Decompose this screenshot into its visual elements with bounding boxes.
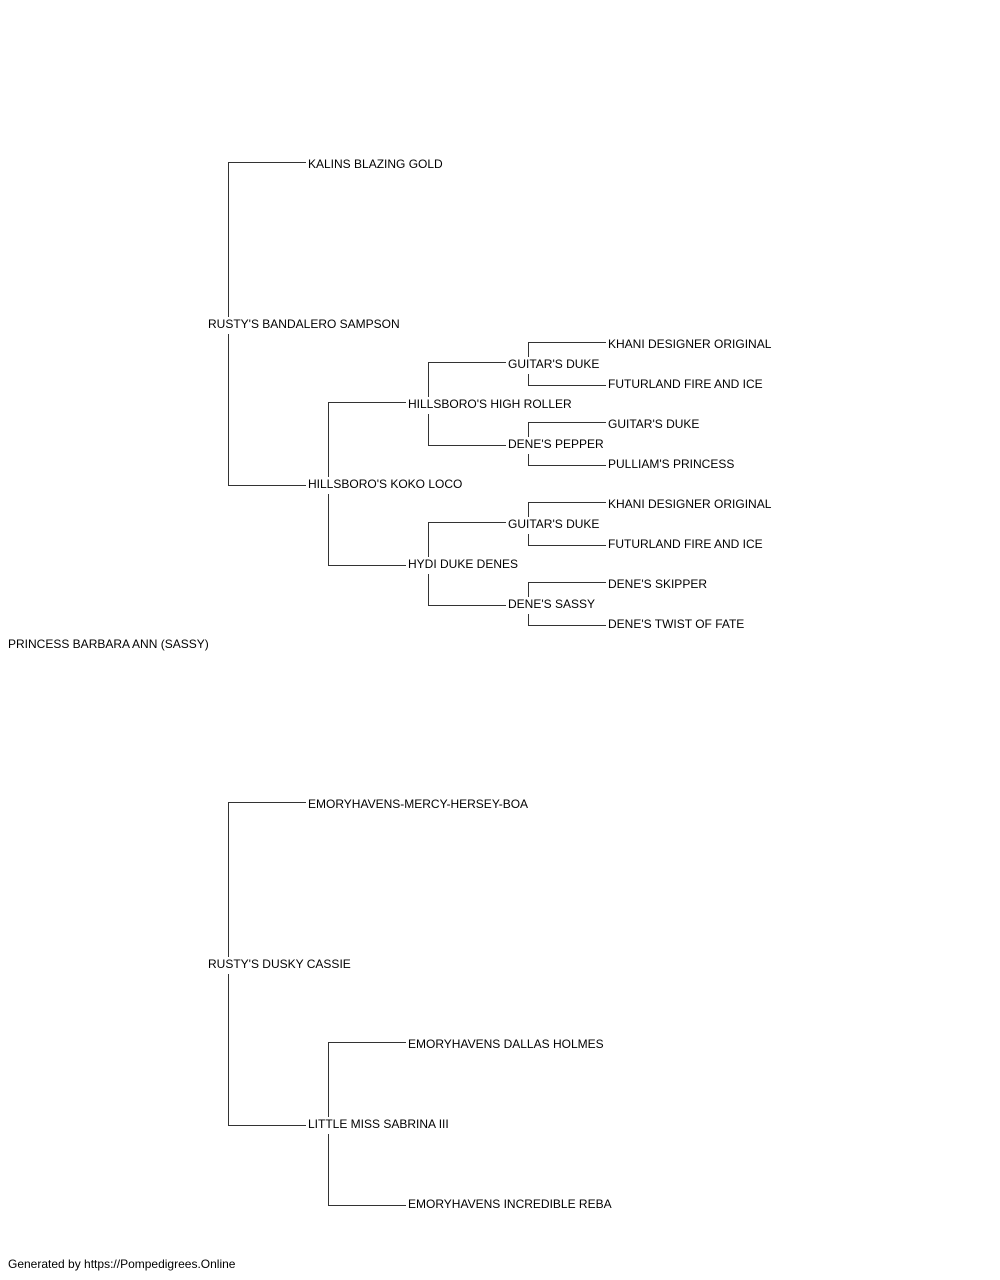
connector-denespepper-sire <box>528 422 606 437</box>
pedigree-dam[interactable]: RUSTY'S DUSKY CASSIE <box>208 957 351 971</box>
pedigree-gen5-5[interactable]: KHANI DESIGNER ORIGINAL <box>608 497 772 511</box>
connector-guitarsduke2-sire <box>528 502 606 517</box>
connector-sabrina-dam <box>328 1134 406 1206</box>
connector-kokoloco-dam <box>328 494 406 566</box>
connector-denessassy-sire <box>528 582 606 597</box>
pedigree-sire-dam-dam[interactable]: HYDI DUKE DENES <box>408 557 519 571</box>
connector-guitarsduke1-sire <box>528 342 606 357</box>
connector-highroller-sire <box>428 362 506 397</box>
connector-bandalero-sire <box>228 162 306 317</box>
pedigree-subject[interactable]: PRINCESS BARBARA ANN (SASSY) <box>8 637 209 651</box>
connector-denespepper-dam <box>528 454 606 466</box>
pedigree-gen5-7[interactable]: DENE'S SKIPPER <box>608 577 707 591</box>
connector-denessassy-dam <box>528 614 606 626</box>
pedigree-sire-sire[interactable]: KALINS BLAZING GOLD <box>308 157 443 171</box>
pedigree-gen5-1[interactable]: KHANI DESIGNER ORIGINAL <box>608 337 772 351</box>
pedigree-sire-dam-dam-dam[interactable]: DENE'S SASSY <box>508 597 595 611</box>
connector-guitarsduke1-dam <box>528 374 606 386</box>
connector-hydiduke-sire <box>428 522 506 557</box>
pedigree-sire-dam[interactable]: HILLSBORO'S KOKO LOCO <box>308 477 463 491</box>
pedigree-gen5-6[interactable]: FUTURLAND FIRE AND ICE <box>608 537 763 551</box>
pedigree-gen5-8[interactable]: DENE'S TWIST OF FATE <box>608 617 745 631</box>
pedigree-sire-dam-sire[interactable]: HILLSBORO'S HIGH ROLLER <box>408 397 572 411</box>
pedigree-dam-dam-sire[interactable]: EMORYHAVENS DALLAS HOLMES <box>408 1037 604 1051</box>
connector-bandalero-dam <box>228 334 306 486</box>
pedigree-gen5-4[interactable]: PULLIAM'S PRINCESS <box>608 457 735 471</box>
pedigree-sire-dam-sire-dam[interactable]: DENE'S PEPPER <box>508 437 604 451</box>
connector-highroller-dam <box>428 414 506 446</box>
pedigree-dam-dam-dam[interactable]: EMORYHAVENS INCREDIBLE REBA <box>408 1197 612 1211</box>
pedigree-dam-sire[interactable]: EMORYHAVENS-MERCY-HERSEY-BOA <box>308 797 529 811</box>
pedigree-sire-dam-sire-sire[interactable]: GUITAR'S DUKE <box>508 357 600 371</box>
connector-duskycassie-dam <box>228 974 306 1126</box>
connector-sabrina-sire <box>328 1042 406 1117</box>
pedigree-gen5-3[interactable]: GUITAR'S DUKE <box>608 417 700 431</box>
connector-guitarsduke2-dam <box>528 534 606 546</box>
pedigree-sire[interactable]: RUSTY'S BANDALERO SAMPSON <box>208 317 400 331</box>
connector-hydiduke-dam <box>428 574 506 606</box>
connector-kokoloco-sire <box>328 402 406 477</box>
generated-by-footer: Generated by https://Pompedigrees.Online <box>8 1257 236 1271</box>
pedigree-sire-dam-dam-sire[interactable]: GUITAR'S DUKE <box>508 517 600 531</box>
pedigree-dam-dam[interactable]: LITTLE MISS SABRINA III <box>308 1117 449 1131</box>
pedigree-gen5-2[interactable]: FUTURLAND FIRE AND ICE <box>608 377 763 391</box>
connector-duskycassie-sire <box>228 802 306 957</box>
